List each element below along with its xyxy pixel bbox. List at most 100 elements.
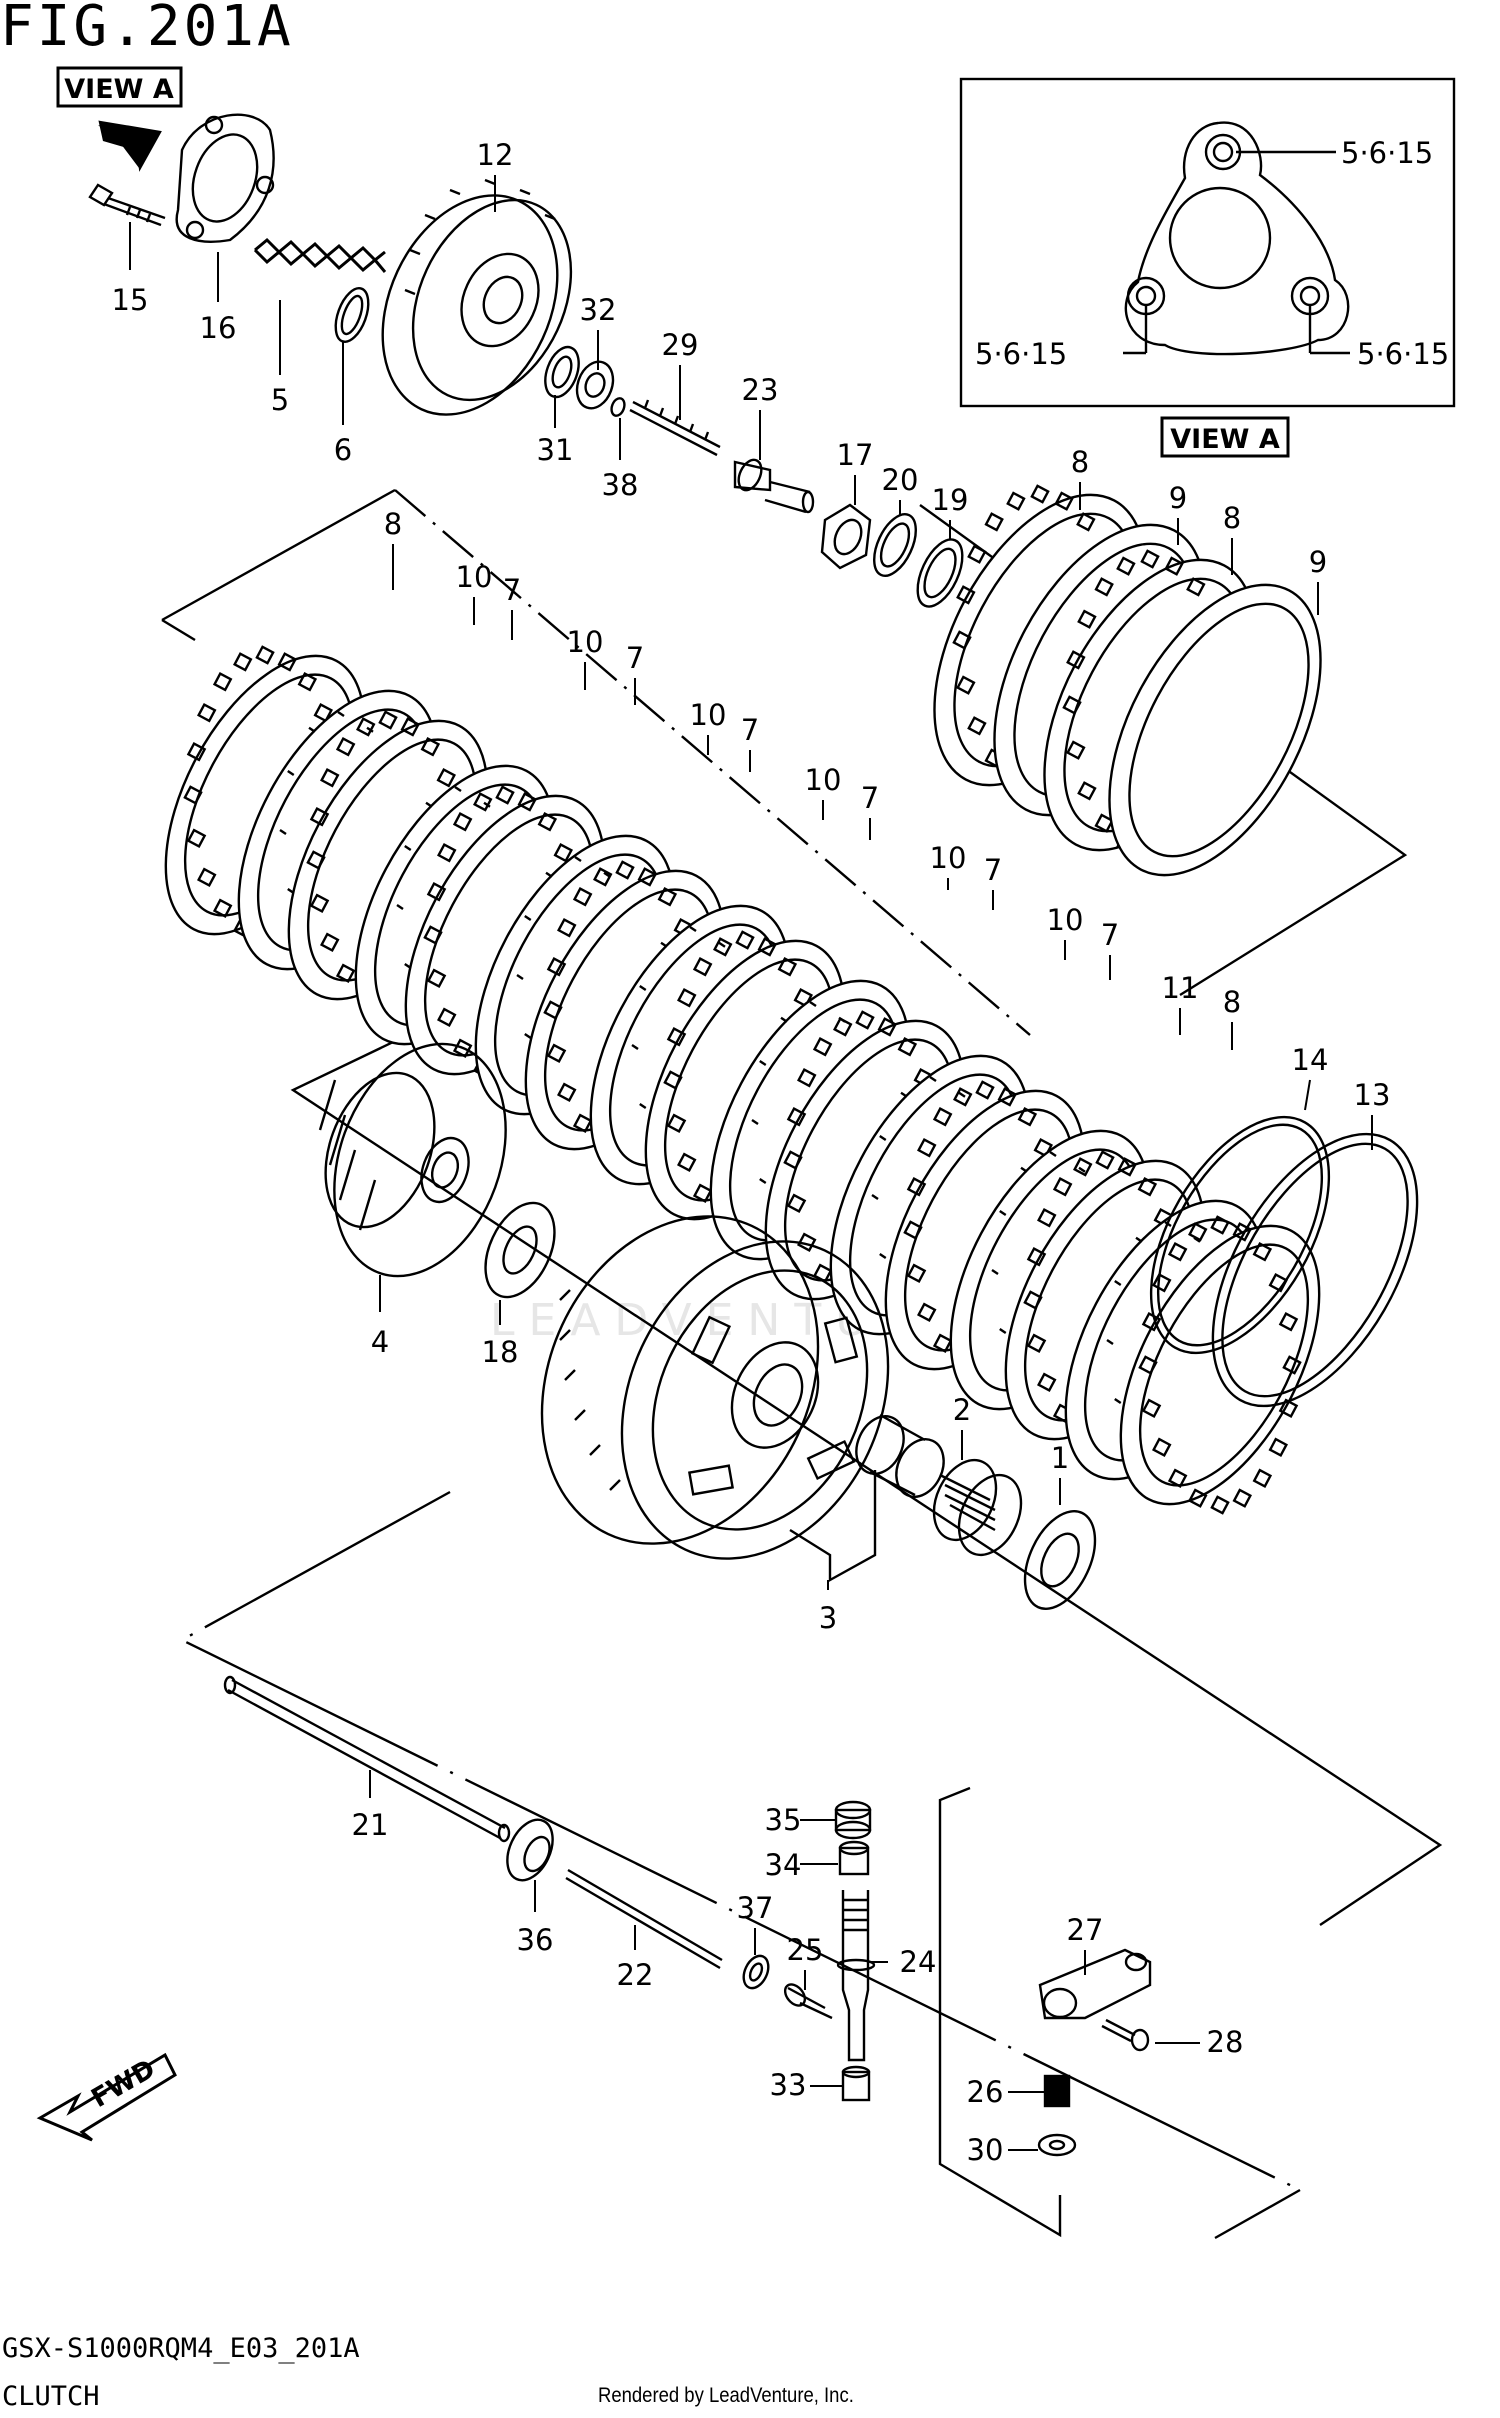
section-name: CLUTCH: [2, 2381, 100, 2412]
svg-text:8: 8: [1223, 501, 1241, 535]
callout-10: 10: [690, 698, 727, 755]
callout-38: 38: [602, 418, 639, 502]
view-a-detail-box: [959, 77, 1456, 408]
spring-5: [253, 237, 387, 273]
model-code: GSX-S1000RQM4_E03_201A: [2, 2333, 360, 2364]
clutch-hub-4: [318, 1042, 507, 1278]
callout-1: 1: [1051, 1441, 1069, 1505]
view-a-caption: VIEW A: [1160, 416, 1290, 458]
svg-text:29: 29: [662, 328, 699, 362]
seat-ring-13: [1211, 1132, 1419, 1408]
washer-30: [1037, 2133, 1077, 2157]
view-a-caption-text: VIEW A: [1170, 424, 1280, 455]
callout-10: 10: [1047, 903, 1084, 960]
svg-text:33: 33: [770, 2068, 807, 2102]
callout-6: 6: [334, 342, 352, 467]
plate-16: [175, 113, 275, 243]
svg-text:12: 12: [477, 138, 514, 172]
svg-text:22: 22: [617, 1958, 654, 1992]
shaft-24: [836, 1890, 876, 2062]
svg-text:25: 25: [787, 1933, 824, 1967]
rendered-by: Rendered by LeadVenture, Inc.: [598, 2384, 854, 2407]
spring-26: [1043, 2074, 1071, 2108]
bearing-33: [841, 2065, 871, 2102]
fwd-arrow-icon: FWD: [36, 2052, 177, 2142]
torque-label-right: 5·6·15: [1357, 337, 1449, 371]
washer-1: [1023, 1509, 1097, 1611]
svg-text:10: 10: [690, 698, 727, 732]
callout-7: 7: [984, 853, 1002, 910]
callout-28: 28: [1155, 2025, 1243, 2059]
svg-text:8: 8: [384, 507, 402, 541]
callout-32: 32: [580, 293, 617, 370]
callout-13: 13: [1354, 1078, 1390, 1150]
callout-22: 22: [617, 1925, 654, 1992]
steel-plate: [1108, 583, 1322, 877]
callout-7: 7: [626, 641, 644, 705]
svg-text:6: 6: [334, 433, 352, 467]
callout-3: 3: [819, 1580, 837, 1635]
svg-text:34: 34: [765, 1848, 802, 1882]
svg-text:19: 19: [932, 483, 969, 517]
callout-25: 25: [787, 1933, 824, 1990]
callout-35: 35: [765, 1803, 836, 1837]
seal-37: [742, 1954, 770, 1990]
svg-text:24: 24: [900, 1945, 937, 1979]
callout-7: 7: [1101, 918, 1119, 980]
washer-18: [484, 1201, 556, 1299]
svg-text:18: 18: [482, 1335, 519, 1369]
pressure-plate-12: [381, 178, 573, 416]
svg-text:10: 10: [1047, 903, 1084, 937]
clutch-housing-3: [540, 1215, 890, 1560]
pushrod-21: [223, 1675, 511, 1843]
svg-text:30: 30: [967, 2133, 1004, 2167]
callout-11: 11: [1162, 971, 1199, 1035]
callout-27: 27: [1067, 1913, 1103, 1975]
svg-text:38: 38: [602, 468, 639, 502]
washer-20: [873, 513, 917, 577]
callout-16: 16: [200, 252, 236, 345]
view-direction-arrow-icon: [98, 120, 162, 172]
callout-21: 21: [352, 1770, 388, 1842]
svg-text:17: 17: [837, 438, 874, 472]
svg-text:32: 32: [580, 293, 617, 327]
needle-bearing-2: [932, 1458, 1023, 1557]
svg-text:1: 1: [1051, 1441, 1069, 1475]
callout-7: 7: [741, 713, 759, 772]
view-a-tag-text: VIEW A: [64, 74, 174, 105]
svg-text:11: 11: [1162, 971, 1199, 1005]
svg-text:7: 7: [626, 641, 644, 675]
svg-text:10: 10: [805, 763, 842, 797]
callout-5: 5: [271, 300, 289, 417]
svg-text:14: 14: [1292, 1043, 1329, 1077]
callout-24: 24: [870, 1945, 936, 1979]
callout-10: 10: [805, 763, 842, 820]
callout-4: 4: [371, 1275, 389, 1359]
lever-27: [1038, 1948, 1152, 2020]
svg-text:36: 36: [517, 1923, 554, 1957]
callout-34: 34: [765, 1848, 838, 1882]
callout-10: 10: [930, 841, 966, 890]
svg-text:28: 28: [1207, 2025, 1244, 2059]
svg-text:7: 7: [984, 853, 1002, 887]
svg-text:7: 7: [861, 781, 879, 815]
washer-6: [334, 287, 370, 343]
view-a-plate: [1123, 121, 1350, 356]
svg-text:8: 8: [1071, 445, 1089, 479]
callout-17: 17: [837, 438, 874, 505]
callout-36: 36: [517, 1880, 554, 1957]
svg-text:9: 9: [1169, 481, 1187, 515]
callout-8: 8: [1223, 501, 1241, 575]
svg-text:23: 23: [742, 373, 779, 407]
svg-text:8: 8: [1223, 985, 1241, 1019]
callout-2: 2: [953, 1393, 971, 1460]
pushrod-29: [629, 399, 721, 457]
callout-10: 10: [456, 560, 492, 625]
svg-text:15: 15: [112, 283, 149, 317]
nut-17: [820, 503, 872, 570]
callout-9: 9: [1309, 545, 1327, 615]
callout-7: 7: [861, 781, 879, 840]
callout-7: 7: [503, 573, 521, 640]
